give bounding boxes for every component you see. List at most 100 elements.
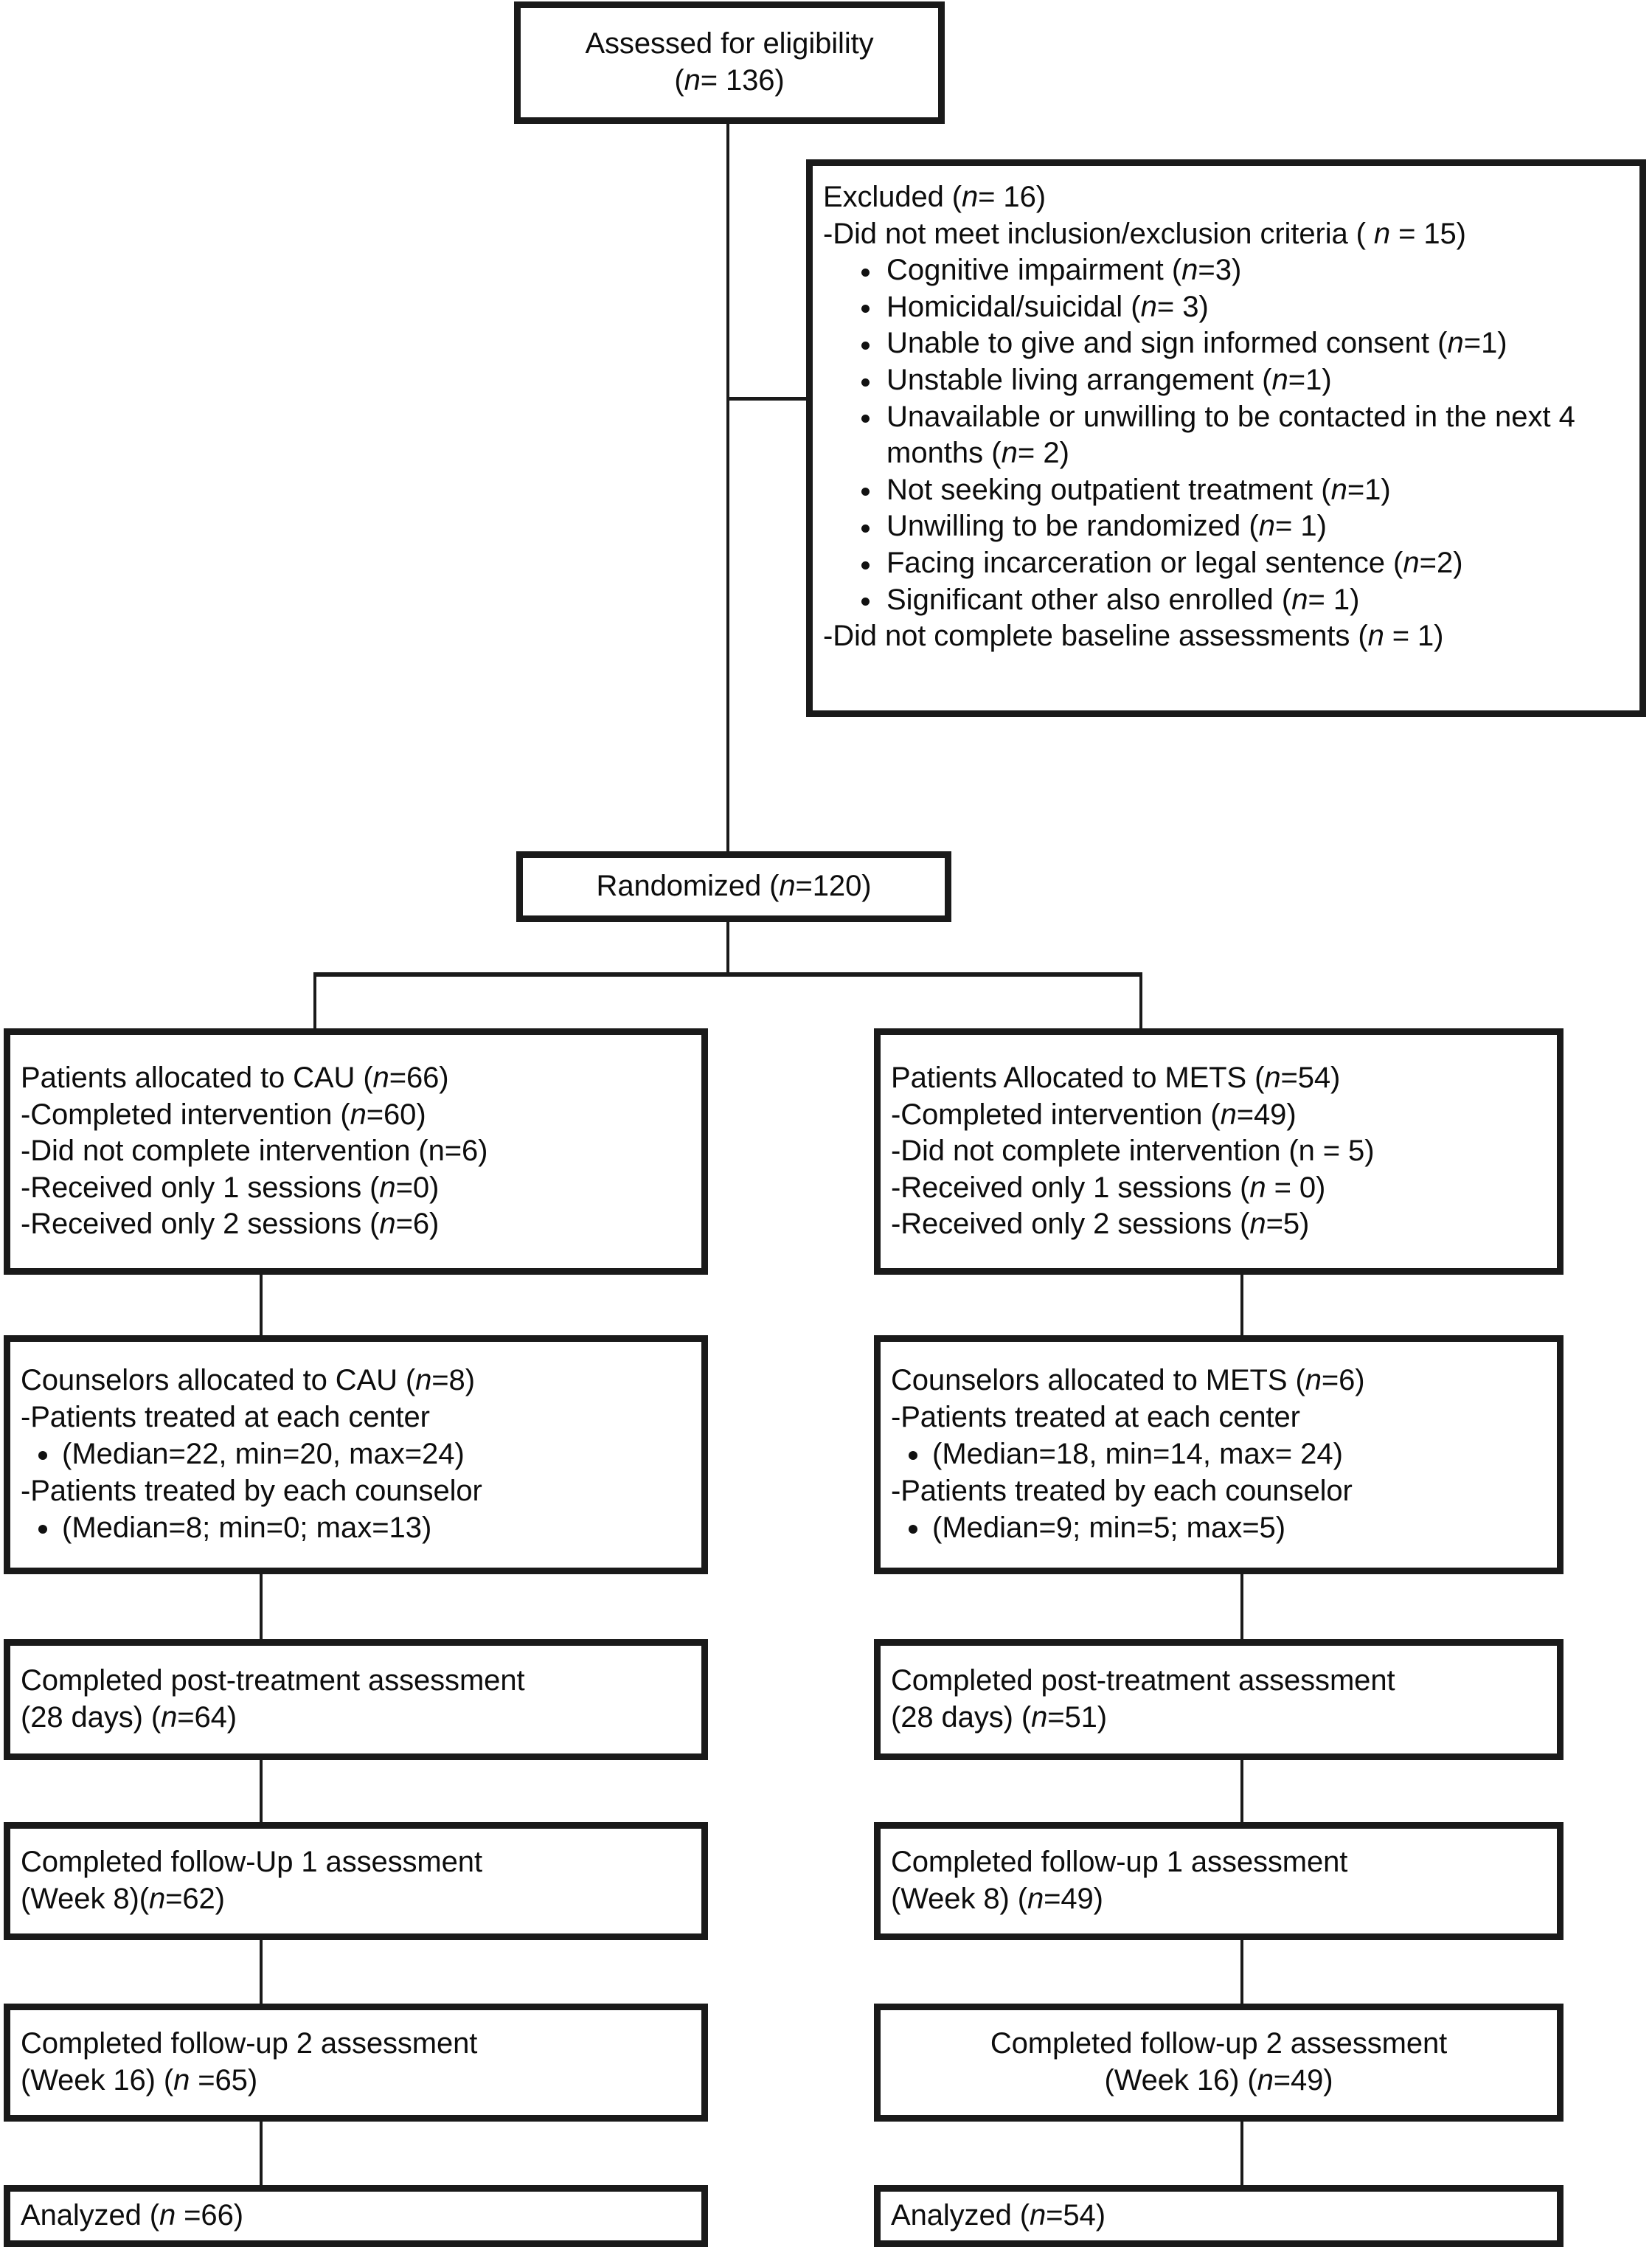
excluded-bullet: Unwilling to be randomized (n= 1) [823, 508, 1629, 545]
cau-alloc-line-1: Patients allocated to CAU (n=66) [21, 1060, 691, 1097]
count: =54) [1046, 2199, 1106, 2232]
count: =49) [1044, 1883, 1103, 1915]
box-followup2-mets: Completed follow-up 2 assessment (Week 1… [874, 2004, 1564, 2122]
bullet-count: = 3) [1156, 290, 1209, 323]
connector-cau-counselors-to-post [260, 1573, 263, 1642]
eligibility-count: = 136) [700, 64, 785, 97]
box-counselors-cau: Counselors allocated to CAU (n=8) -Patie… [4, 1335, 708, 1574]
connector-cau-post-to-fu1 [260, 1759, 263, 1825]
n-symbol: n [1027, 1883, 1044, 1915]
mets-post-line-1: Completed post-treatment assessment [891, 1664, 1395, 1697]
connector-mets-counselors-to-post [1240, 1573, 1243, 1642]
text: (28 days) ( [21, 1701, 162, 1734]
bullet-n: n [1447, 327, 1464, 360]
excluded-bullet: Unable to give and sign informed consent… [823, 325, 1629, 362]
excluded-heading-pre: Excluded ( [823, 181, 962, 213]
count: =66) [176, 2199, 243, 2232]
count: =6) [1321, 1364, 1365, 1397]
n-symbol: n [1249, 1208, 1266, 1241]
bullet-n: n [1291, 583, 1308, 616]
box-randomized: Randomized (n=120) [516, 851, 951, 922]
box-excluded: Excluded ( n = 16) -Did not meet inclusion… [806, 159, 1646, 717]
bullet-text: Unwilling to be randomized ( [886, 510, 1259, 543]
cau-alloc-line-3: -Did not complete intervention (n=6) [21, 1135, 488, 1168]
bullet-count: = 1) [1308, 583, 1360, 616]
connector-mets-post-to-fu1 [1240, 1759, 1243, 1825]
cau-couns-bullet-center: (Median=22, min=20, max=24) [21, 1436, 691, 1472]
bullet-count: =1) [1347, 473, 1391, 506]
excluded-heading-post: = 16) [978, 181, 1046, 213]
mets-fu1-line-2: (Week 8) (n=49) [891, 1881, 1547, 1918]
mets-couns-line-2: -Patients treated at each center [891, 1400, 1300, 1433]
connector-cau-fu1-to-fu2 [260, 1939, 263, 2007]
connector-randomized-down [726, 922, 729, 975]
count: =49) [1273, 2064, 1333, 2097]
mets-alloc-line-4: -Received only 1 sessions (n = 0) [891, 1170, 1547, 1207]
count: =64) [177, 1701, 237, 1734]
cau-fu2-line-2: (Week 16) (n =65) [21, 2063, 691, 2099]
cau-fu1-line-1: Completed follow-Up 1 assessment [21, 1846, 482, 1879]
connector-cau-alloc-to-counselors [260, 1273, 263, 1338]
bullet-count: =1) [1288, 363, 1332, 396]
connector-to-excluded-box [726, 397, 809, 401]
excluded-baseline-line: -Did not complete baseline assessments (… [823, 618, 1629, 655]
text: -Received only 2 sessions ( [21, 1208, 380, 1241]
box-allocation-cau: Patients allocated to CAU (n=66) -Comple… [4, 1028, 708, 1275]
eligibility-line-1: Assessed for eligibility [585, 27, 874, 60]
connector-split-right-drop [1139, 972, 1142, 1031]
mets-alloc-line-5: -Received only 2 sessions (n=5) [891, 1206, 1547, 1243]
text: -Received only 1 sessions ( [891, 1171, 1250, 1204]
connector-mets-fu2-to-analyzed [1240, 2120, 1243, 2188]
count: = 0) [1266, 1171, 1326, 1204]
bullet-text: Homicidal/suicidal ( [886, 290, 1141, 323]
cau-couns-line-4: -Patients treated by each counselor [21, 1474, 482, 1507]
eligibility-line-2: (n= 136) [674, 63, 784, 100]
cau-alloc-line-5: -Received only 2 sessions (n=6) [21, 1206, 691, 1243]
mets-alloc-line-2: -Completed intervention (n=49) [891, 1097, 1547, 1134]
n-symbol: n [350, 1098, 367, 1131]
n-symbol: n [1031, 1701, 1048, 1734]
box-analyzed-cau: Analyzed (n =66) [4, 2185, 708, 2247]
text: (Week 16) ( [21, 2064, 174, 2097]
bullet-text: Cognitive impairment ( [886, 254, 1182, 287]
n-symbol: n [372, 1062, 389, 1095]
bullet-n: n [1330, 473, 1347, 506]
text: Analyzed ( [891, 2199, 1030, 2232]
bullet-text: Not seeking outpatient treatment ( [886, 473, 1331, 506]
cau-post-line-2: (28 days) (n=64) [21, 1700, 691, 1737]
bullet-count: =1) [1463, 327, 1507, 360]
excluded-bullet: Not seeking outpatient treatment (n=1) [823, 472, 1629, 509]
cau-couns-line-2: -Patients treated at each center [21, 1400, 430, 1433]
text: -Completed intervention ( [21, 1098, 350, 1131]
connector-mets-alloc-to-counselors [1240, 1273, 1243, 1338]
excluded-baseline-n: n [1367, 620, 1384, 653]
count: =65) [190, 2064, 258, 2097]
n-symbol: n [1305, 1364, 1322, 1397]
excluded-bullet: Unstable living arrangement (n=1) [823, 362, 1629, 399]
count: =54) [1280, 1062, 1341, 1095]
count: =60) [366, 1098, 426, 1131]
bullet-n: n [1271, 363, 1288, 396]
text: Patients allocated to CAU ( [21, 1062, 373, 1095]
text: (Week 8)( [21, 1883, 149, 1915]
excluded-criteria-line: -Did not meet inclusion/exclusion criter… [823, 216, 1629, 253]
randomized-count: =120) [795, 870, 872, 903]
text: (Week 8) ( [891, 1883, 1027, 1915]
n-symbol: n [379, 1208, 396, 1241]
text: -Received only 2 sessions ( [891, 1208, 1250, 1241]
excluded-criteria-pre: -Did not meet inclusion/exclusion criter… [823, 217, 1374, 250]
randomized-line: Randomized (n=120) [597, 868, 872, 905]
text: Counselors allocated to METS ( [891, 1364, 1305, 1397]
bullet-count: =3) [1198, 254, 1242, 287]
count: =66) [389, 1062, 449, 1095]
text: Patients Allocated to METS ( [891, 1062, 1265, 1095]
count: =62) [165, 1883, 225, 1915]
excluded-bullet: Facing incarceration or legal sentence (… [823, 545, 1629, 582]
box-assessed-for-eligibility: Assessed for eligibility (n= 136) [514, 1, 945, 124]
n-symbol: n [148, 1883, 166, 1915]
bullet-n: n [1403, 546, 1420, 579]
text: (Week 16) ( [1104, 2064, 1257, 2097]
box-followup1-cau: Completed follow-Up 1 assessment (Week 8… [4, 1822, 708, 1940]
randomized-n: n [779, 870, 796, 903]
